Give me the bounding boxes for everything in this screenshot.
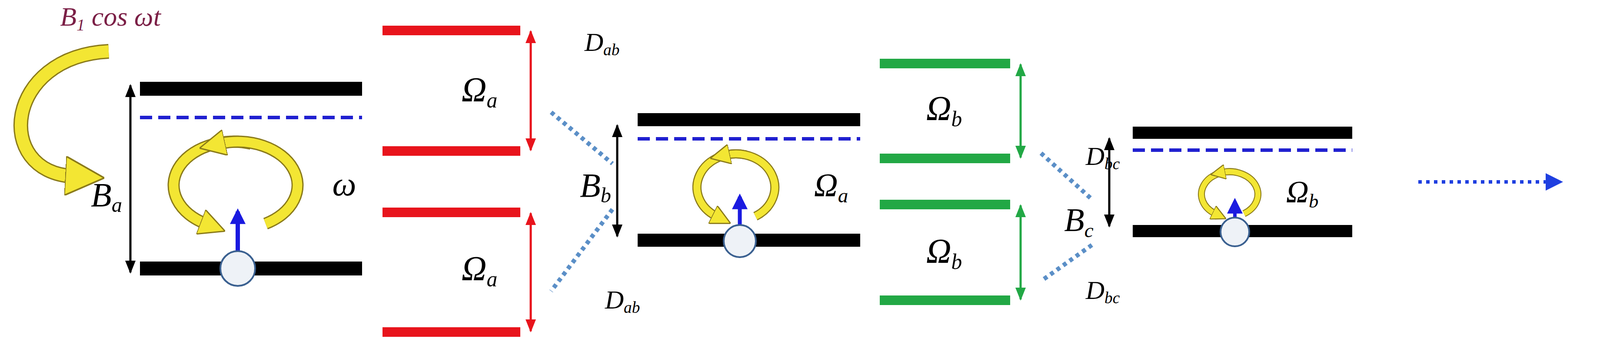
continuation-arrow — [1418, 172, 1564, 191]
symbol-text: D — [605, 285, 624, 314]
field-label: Bc — [1064, 202, 1094, 240]
spin-system-b — [617, 113, 861, 257]
frequency-label: Ωb — [926, 90, 963, 130]
red-levels — [382, 25, 613, 337]
coupling-label: Dab — [605, 286, 641, 316]
symbol-text: D — [1085, 275, 1105, 305]
symbol-text: D — [584, 27, 604, 57]
symbol-text: Ω — [926, 231, 952, 270]
frequency-label: Ωb — [1286, 176, 1319, 211]
symbol-text: Ω — [461, 249, 487, 288]
symbol-text: B — [579, 166, 601, 204]
subscript-text: a — [838, 183, 849, 207]
coupling-label: Dbc — [1085, 276, 1120, 307]
subscript-text: ab — [603, 40, 620, 59]
green-levels — [879, 58, 1092, 305]
drive-arrow — [20, 51, 109, 177]
subscript-text: ab — [623, 298, 640, 317]
subscript-text: 1 — [76, 15, 85, 34]
symbol-text: cos ωt — [84, 1, 161, 32]
symbol-text: Ω — [814, 166, 839, 203]
subscript-text: bc — [1104, 288, 1120, 307]
field-label: Bb — [579, 168, 612, 207]
frequency-label: Ωa — [814, 168, 849, 206]
frequency-label: Ωa — [461, 250, 498, 290]
symbol-text: B — [1064, 201, 1085, 238]
coupling-label: Dab — [584, 29, 620, 59]
spin-system-c — [1109, 126, 1353, 247]
symbol-text: Ω — [926, 89, 952, 128]
symbol-text: D — [1085, 141, 1105, 171]
subscript-text: bc — [1104, 154, 1120, 173]
symbol-text: ω — [332, 164, 356, 203]
subscript-text: c — [1084, 218, 1094, 242]
symbol-text: Ω — [1286, 174, 1309, 210]
subscript-text: b — [1308, 189, 1319, 212]
subscript-text: b — [951, 249, 963, 274]
field-label: B1 cos ωt — [59, 3, 161, 34]
subscript-text: a — [486, 266, 498, 291]
field-label: Ba — [90, 177, 123, 216]
subscript-text: b — [951, 106, 963, 131]
subscript-text: a — [486, 88, 498, 113]
subscript-text: a — [111, 192, 123, 217]
frequency-label: Ωb — [926, 233, 963, 273]
subscript-text: b — [600, 183, 612, 207]
symbol-text: Ω — [461, 70, 487, 109]
frequency-label: ω — [332, 166, 356, 201]
coupling-label: Dbc — [1085, 143, 1120, 173]
symbol-text: B — [90, 175, 112, 214]
frequency-label: Ωa — [461, 72, 498, 111]
symbol-text: B — [59, 1, 77, 32]
spin-system-a — [130, 81, 363, 286]
